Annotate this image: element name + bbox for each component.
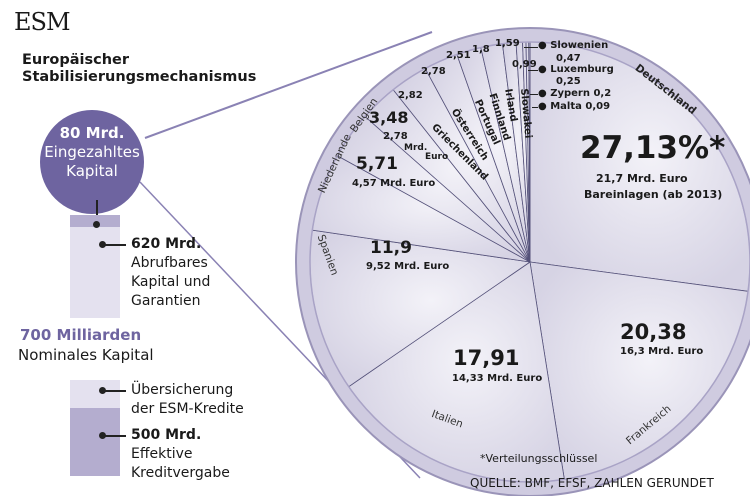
value-portugal: 2,51 (446, 50, 471, 61)
marker-line (104, 390, 126, 392)
value-slowenien: 0,47 (556, 53, 581, 64)
amount-unit: Euro (425, 152, 449, 162)
leader-line (530, 94, 538, 95)
value-slowakei: 0,99 (512, 59, 537, 70)
amount-niederlande: 4,57 Mrd. Euro (352, 178, 436, 189)
nominal-label: Nominales Kapital (18, 346, 154, 364)
label-luxemburg: Luxemburg (550, 64, 614, 75)
amount-spanien: 9,52 Mrd. Euro (366, 261, 450, 272)
over-label: Übersicherung (131, 382, 234, 398)
title-line: Europäischer (22, 52, 130, 68)
title-line: Stabilisierungsmechanismus (22, 69, 257, 85)
over-collateral-bar (70, 380, 120, 408)
paid-in-capital-circle: 80 Mrd. Eingezahltes Kapital (40, 110, 144, 214)
value-italien: 17,91 (453, 346, 520, 370)
paid-in-value: 80 Mrd. (59, 124, 125, 142)
connector (96, 200, 98, 222)
value-niederlande: 5,71 (356, 154, 398, 174)
value-frankreich: 20,38 (620, 320, 687, 344)
paid-in-label: Kapital (66, 162, 118, 180)
lending-bar (70, 408, 120, 476)
value-finnland: 1,8 (472, 44, 490, 55)
value-luxemburg: 0,25 (556, 76, 581, 87)
value-deutschland: 27,13%* (580, 130, 726, 166)
amount-unit: Mrd. (404, 143, 428, 153)
marker-dot (99, 432, 106, 439)
marker-dot (93, 221, 100, 228)
leader-line (524, 47, 538, 48)
value-irland: 1,59 (495, 38, 520, 49)
callable-label: Garantien (131, 293, 201, 309)
paid-in-label: Eingezahltes (44, 143, 140, 161)
leader-line (528, 70, 538, 71)
label-zypern: Zypern (550, 88, 590, 99)
amount-belgien: 2,78 (383, 131, 408, 142)
amount-frankreich: 16,3 Mrd. Euro (620, 346, 704, 357)
amount-italien: 14,33 Mrd. Euro (452, 373, 543, 384)
connector-line-top (144, 31, 433, 139)
marker-dot (99, 241, 106, 248)
marker-dot (99, 387, 106, 394)
label-malta: Malta (550, 101, 582, 112)
footnote: *Verteilungsschlüssel (480, 452, 598, 465)
pie-slice-frankreich (529, 261, 749, 480)
value-griechenland: 2,82 (398, 90, 423, 101)
note-deutschland: Bareinlagen (ab 2013) (584, 188, 723, 201)
value-zypern: 0,2 (593, 88, 612, 99)
amount-deutschland: 21,7 Mrd. Euro (596, 172, 688, 185)
source-note: QUELLE: BMF, EFSF, ZAHLEN GERUNDET (470, 476, 714, 490)
value-oesterreich: 2,78 (421, 66, 446, 77)
lending-label: Kreditvergabe (131, 465, 230, 481)
callable-value: 620 Mrd. (131, 236, 202, 252)
callable-label: Abrufbares (131, 255, 208, 271)
leader-line (532, 107, 538, 108)
callable-label: Kapital und (131, 274, 211, 290)
value-malta: 0,09 (585, 101, 611, 112)
over-label: der ESM-Kredite (131, 401, 244, 417)
coin-inner-ring (309, 41, 750, 483)
label-slowenien: Slowenien (550, 40, 609, 51)
callable-bar (70, 227, 120, 318)
value-spanien: 11,9 (370, 238, 412, 258)
marker-line (104, 244, 126, 246)
lending-value: 500 Mrd. (131, 427, 202, 443)
nominal-value: 700 Milliarden (20, 326, 142, 344)
logo: ESM (14, 8, 71, 36)
value-belgien: 3,48 (369, 108, 409, 127)
lending-label: Effektive (131, 446, 193, 462)
marker-line (104, 435, 126, 437)
